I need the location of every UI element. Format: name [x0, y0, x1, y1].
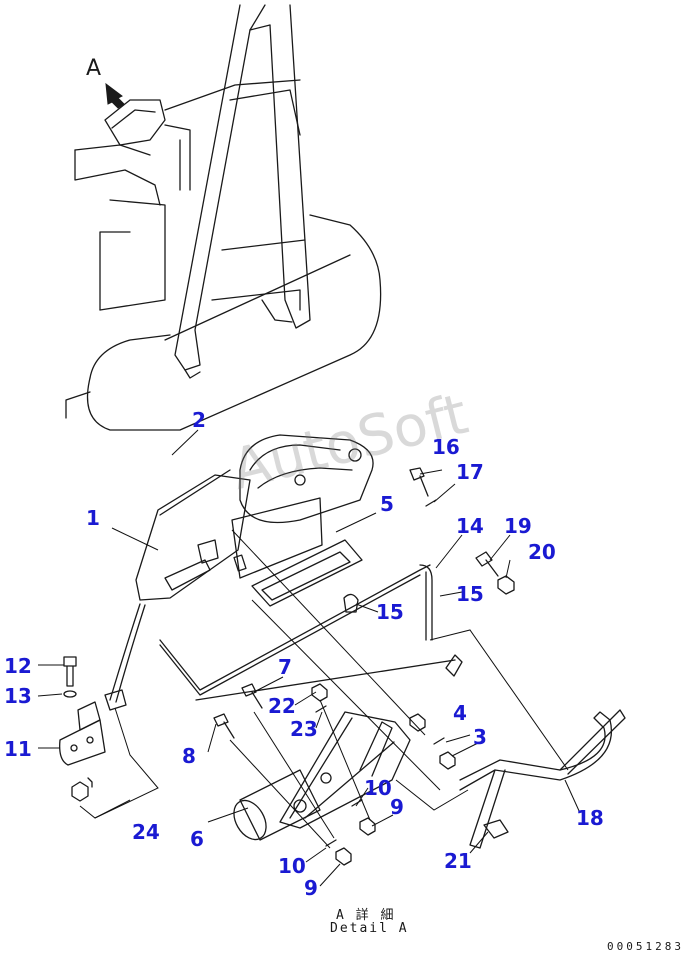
callout-4: 4 [453, 701, 467, 725]
nut-24 [71, 781, 89, 802]
drawing-number: 00051283 [607, 940, 684, 953]
callout-12: 12 [4, 654, 32, 678]
machine-overview [65, 4, 382, 431]
bolt-19 [475, 551, 499, 577]
nut-3 [439, 751, 456, 770]
washer-13 [63, 690, 77, 698]
callout-1: 1 [86, 506, 100, 530]
control-rod [109, 603, 141, 701]
gasket [251, 539, 363, 607]
callout-11: 11 [4, 737, 32, 761]
caption-english: Detail A [330, 921, 409, 936]
callout-19: 19 [504, 514, 532, 538]
callout-9a: 9 [390, 795, 404, 819]
callout-leaders [37, 429, 581, 887]
callout-8: 8 [182, 744, 196, 768]
callout-3: 3 [473, 725, 487, 749]
callout-13: 13 [4, 684, 32, 708]
callout-10b: 10 [278, 854, 306, 878]
bracket-part-11 [59, 719, 106, 766]
callout-10a: 10 [364, 776, 392, 800]
callout-21: 21 [444, 849, 472, 873]
nut-9a [359, 817, 376, 836]
callout-22: 22 [268, 694, 296, 718]
callout-16: 16 [432, 435, 460, 459]
callout-7: 7 [278, 655, 292, 679]
clip-15 [343, 593, 359, 613]
callout-6: 6 [190, 827, 204, 851]
nut-20 [497, 575, 515, 595]
bolt-12 [63, 656, 77, 687]
nut-upper [409, 713, 426, 732]
caption-japanese: A 詳 細 [336, 908, 396, 923]
callout-15b: 15 [376, 600, 404, 624]
pump-unit [239, 434, 374, 524]
view-label: A [86, 56, 102, 81]
callout-9b: 9 [304, 876, 318, 900]
bolt-16 [409, 467, 429, 497]
callout-20: 20 [528, 540, 556, 564]
cotter-21 [483, 819, 509, 839]
pipe-14 [159, 564, 431, 691]
callout-5: 5 [380, 492, 394, 516]
cylinder-6 [239, 769, 321, 841]
lever-18 [459, 711, 612, 791]
callout-14: 14 [456, 514, 484, 538]
bolt-8 [213, 713, 235, 739]
callout-23: 23 [290, 717, 318, 741]
callout-2: 2 [192, 408, 206, 432]
washer-10a [351, 799, 363, 807]
nut-9b [335, 847, 352, 866]
washer-4 [433, 737, 445, 745]
callout-17: 17 [456, 460, 484, 484]
plate-part-5 [231, 497, 323, 579]
detail-a-assembly [59, 434, 626, 866]
link-plate [279, 711, 411, 829]
bolt-7 [241, 683, 263, 709]
callout-24: 24 [132, 820, 160, 844]
view-arrow-icon [105, 82, 125, 109]
pin-17 [425, 499, 437, 507]
callout-15a: 15 [456, 582, 484, 606]
washer-23 [315, 705, 327, 713]
callout-18: 18 [576, 806, 604, 830]
